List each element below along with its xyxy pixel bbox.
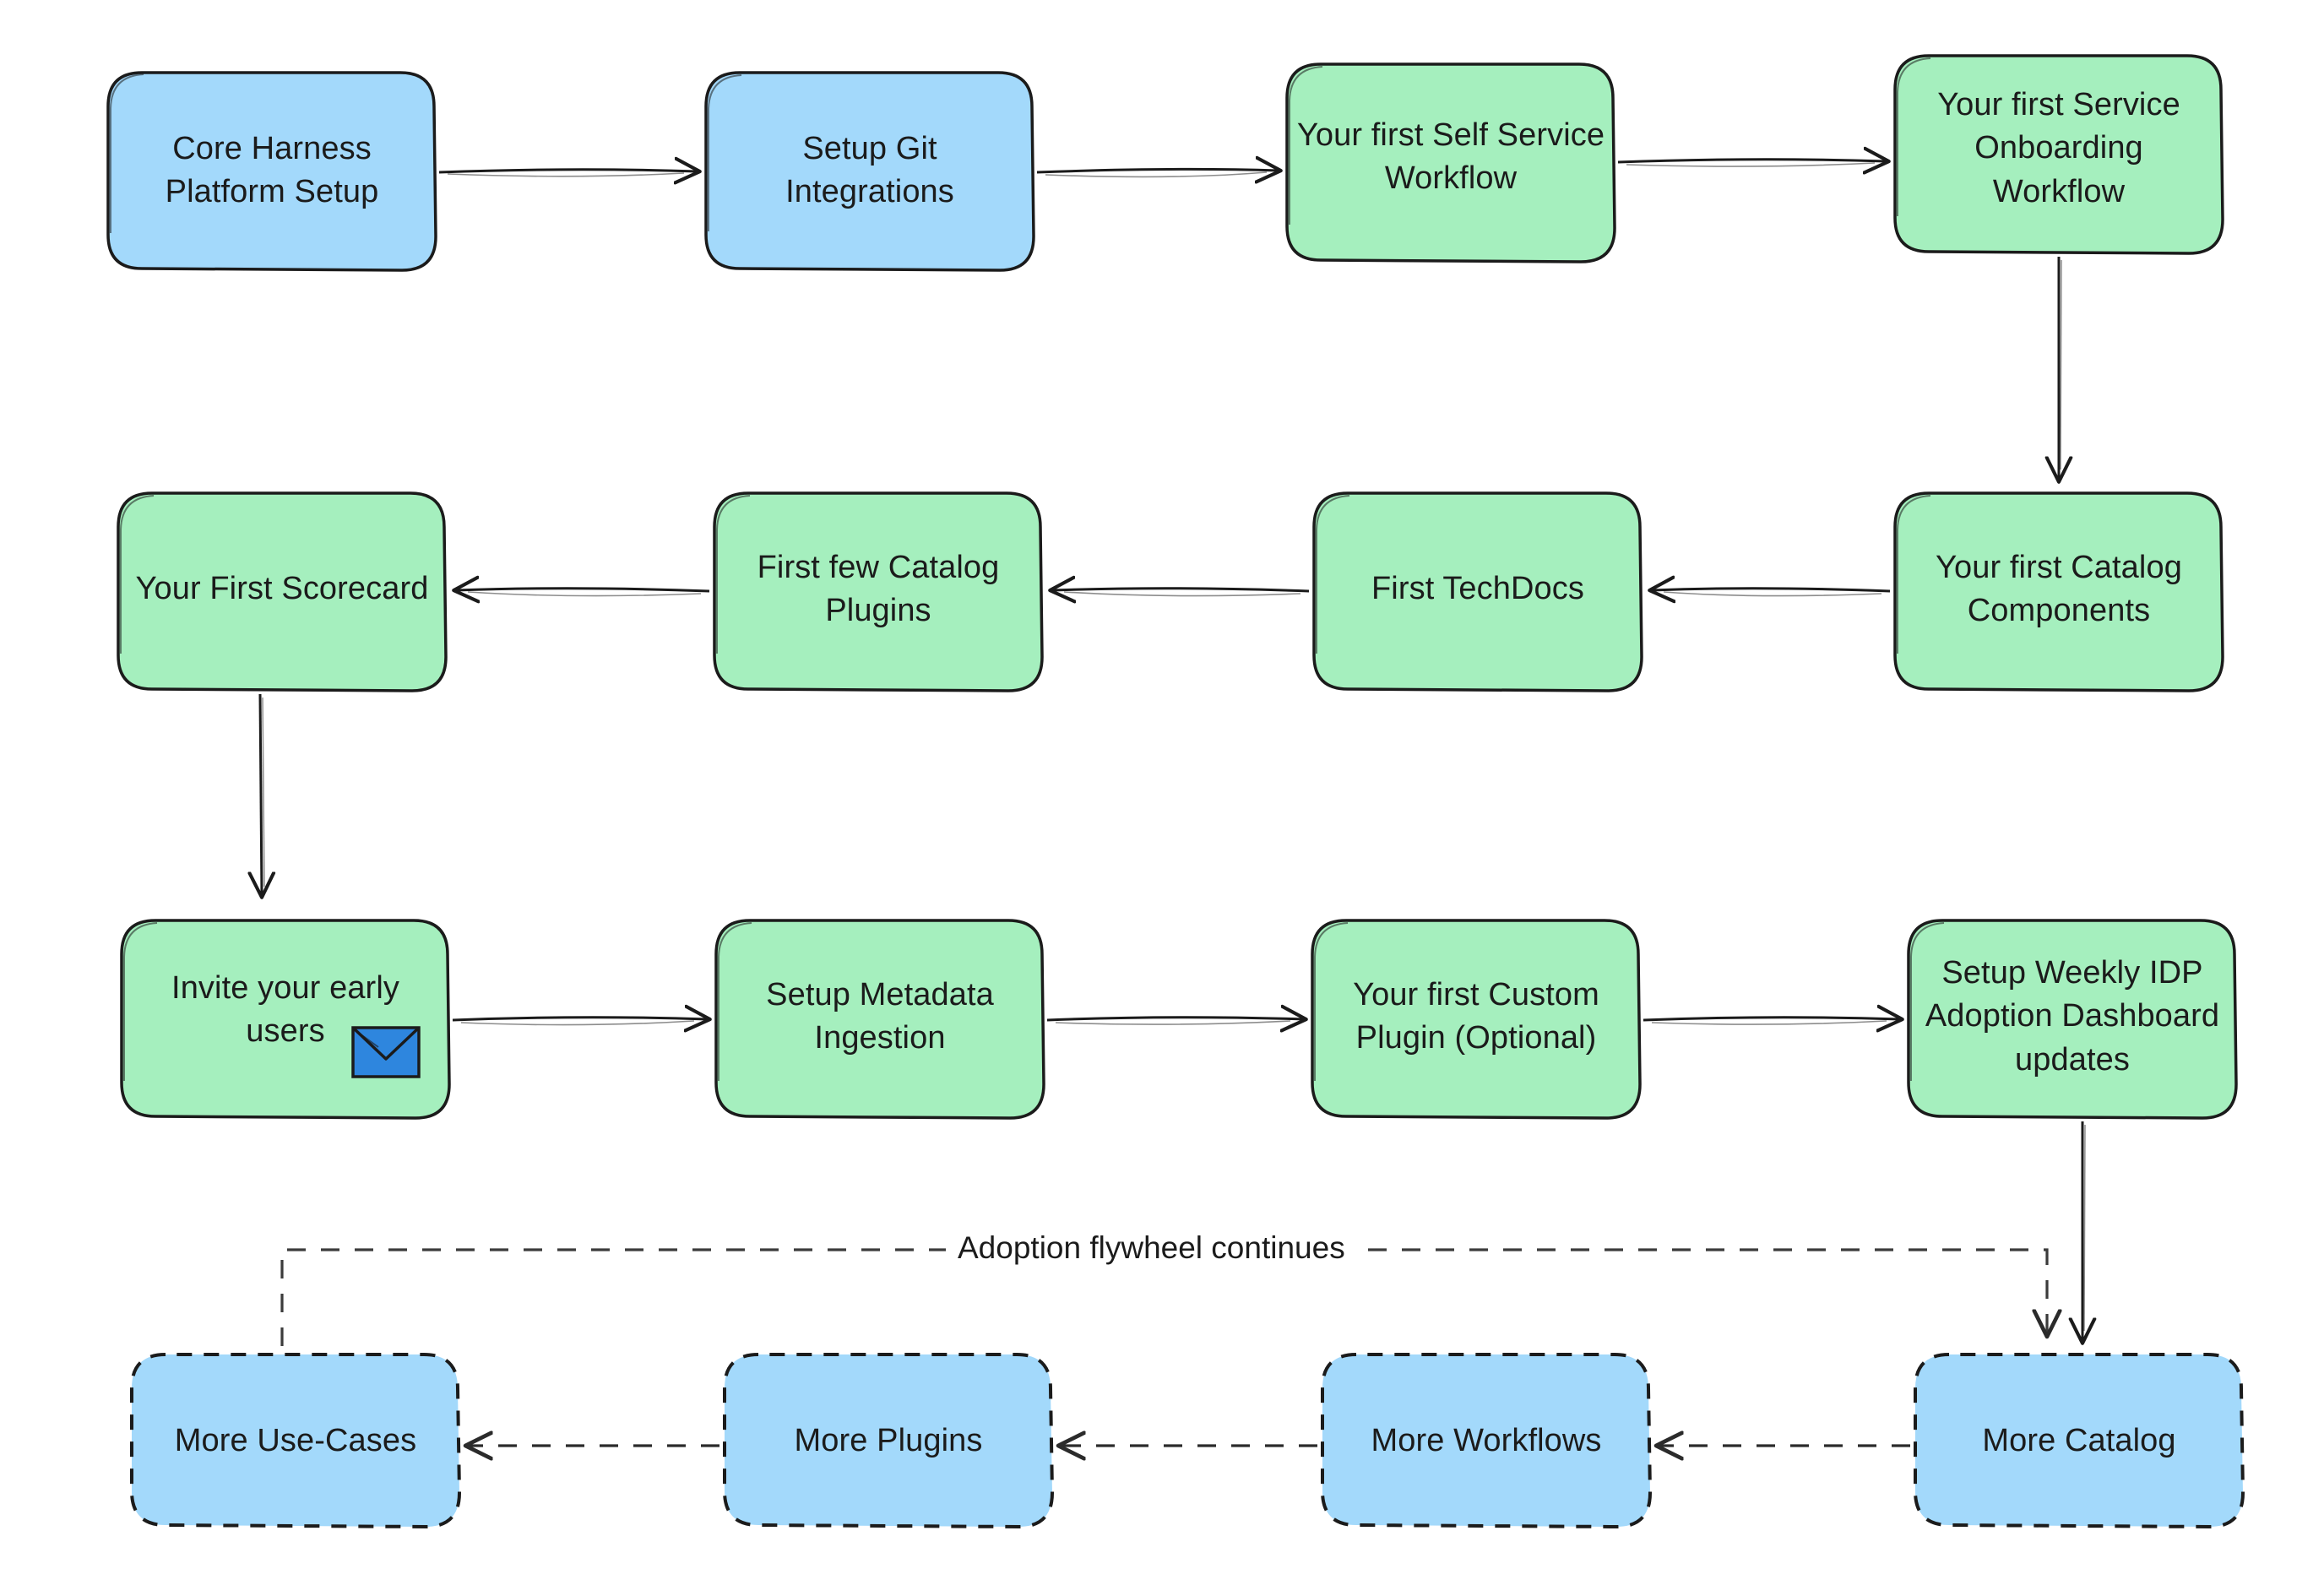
node-your-first-self-service-workflow[interactable]: [1285, 62, 1616, 263]
node-setup-git-integrations[interactable]: [704, 71, 1035, 272]
edge-label-adoption-flywheel-continues: Adoption flywheel continues: [946, 1230, 1357, 1268]
edge-catalog-components-to-techdocs: [1652, 589, 1891, 596]
edge-self-service-to-onboarding: [1617, 160, 1887, 166]
edge-weekly-dashboard-to-more-catalog: [2082, 1121, 2085, 1341]
edge-onboarding-to-catalog-components: [2059, 257, 2061, 480]
node-more-use-cases[interactable]: [130, 1353, 461, 1528]
edge-invite-to-metadata: [452, 1018, 708, 1025]
node-first-few-catalog-plugins[interactable]: [713, 491, 1044, 692]
node-your-first-scorecard[interactable]: [117, 491, 448, 692]
node-core-harness-platform-setup[interactable]: [106, 71, 437, 272]
edge-flywheel-loop: [280, 1248, 2047, 1346]
edge-scorecard-to-invite: [260, 693, 264, 895]
edge-core-to-git: [438, 170, 698, 176]
node-more-catalog[interactable]: [1914, 1353, 2245, 1528]
node-your-first-service-onboarding-workflow[interactable]: [1893, 54, 2224, 255]
edge-catalog-plugins-to-scorecard: [456, 589, 710, 596]
node-your-first-custom-plugin[interactable]: [1311, 919, 1642, 1120]
edge-git-to-self-service: [1036, 169, 1279, 176]
edge-techdocs-to-catalog-plugins: [1052, 589, 1310, 596]
node-your-first-catalog-components[interactable]: [1893, 491, 2224, 692]
envelope-icon: [351, 1026, 421, 1078]
edge-metadata-to-custom-plugin: [1046, 1018, 1304, 1024]
node-invite-your-early-users[interactable]: [120, 919, 451, 1120]
node-more-workflows[interactable]: [1321, 1353, 1652, 1528]
edge-custom-plugin-to-weekly-dashboard: [1643, 1018, 1900, 1024]
node-more-plugins[interactable]: [723, 1353, 1054, 1528]
node-setup-weekly-idp-adoption-dashboard-updates[interactable]: [1907, 919, 2238, 1120]
node-first-techdocs[interactable]: [1312, 491, 1643, 692]
node-setup-metadata-ingestion[interactable]: [714, 919, 1045, 1120]
